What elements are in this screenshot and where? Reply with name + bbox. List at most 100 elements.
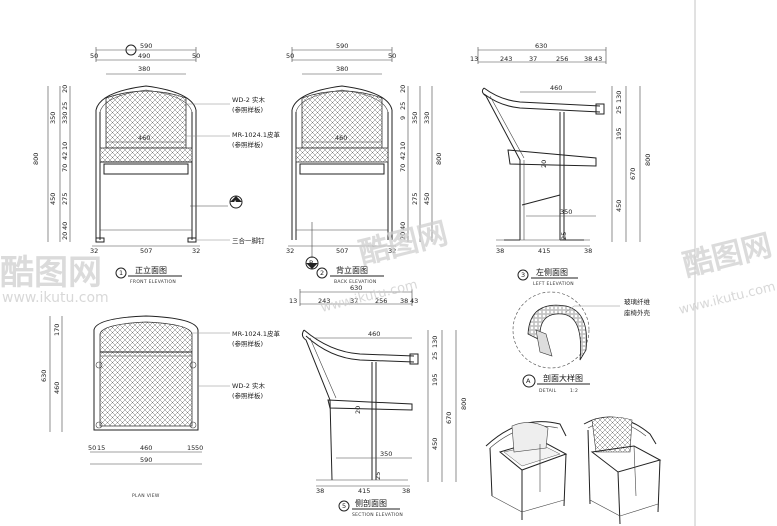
- back-leg: [481, 87, 521, 240]
- dim-text: 243: [318, 297, 330, 305]
- section-mark-label: B: [309, 259, 313, 267]
- dim-text: 50: [286, 52, 294, 60]
- detail-mark-label: A: [526, 377, 531, 385]
- view-number-circle: [115, 267, 127, 279]
- dim-text: 130: [615, 91, 623, 103]
- backrest: [105, 90, 187, 149]
- front-elevation: 590 490 50 50 380 460 800 350 330 20: [32, 42, 280, 285]
- dim-text: 38: [496, 247, 504, 255]
- dim-text: 25: [399, 102, 407, 110]
- dim-text: 38: [316, 487, 324, 495]
- perspective-chair-back: [583, 416, 662, 525]
- detail-scale: 1:2: [570, 388, 578, 394]
- armrest: [303, 329, 415, 357]
- watermark-url: www.ikutu.com: [2, 290, 109, 306]
- dim-text: 20: [399, 232, 407, 240]
- view-title: 左侧面图: [536, 267, 568, 277]
- view-number-circle: [338, 500, 350, 512]
- dim-text: 275: [411, 193, 419, 205]
- dim-text: 507: [140, 247, 152, 255]
- dim-text: 20: [61, 232, 69, 240]
- dim-text: 380: [336, 65, 348, 73]
- dim-text: 13: [289, 297, 297, 305]
- dim-text: 415: [358, 487, 370, 495]
- view-subtitle: DETAIL: [539, 388, 557, 394]
- dim-text: 330: [423, 112, 431, 124]
- dim-text: 40: [399, 222, 407, 230]
- dim-text: 460: [550, 84, 562, 92]
- dim-text: 40: [61, 222, 69, 230]
- dim-text: 38: [402, 487, 410, 495]
- view-number: 5: [342, 502, 346, 510]
- dim-text: 460: [335, 134, 347, 142]
- view-number-circle: [517, 269, 529, 281]
- seat: [295, 147, 389, 163]
- view-subtitle: BACK ELEVATION: [334, 279, 377, 285]
- view-subtitle: FRONT ELEVATION: [130, 279, 176, 285]
- material-note: (参照样板): [232, 339, 263, 348]
- dim-text: 25: [560, 232, 568, 240]
- dim-text: 630: [535, 42, 547, 50]
- section-arrow-icon: [306, 263, 318, 269]
- dim-text: 50: [195, 444, 203, 452]
- dim-text: 195: [431, 374, 439, 386]
- dim-text: 50: [192, 52, 200, 60]
- watermark-url: www.ikutu.com: [677, 279, 777, 318]
- dim-text: 20: [399, 85, 407, 93]
- dim-text: 38: [400, 297, 408, 305]
- seat-side: [507, 149, 597, 167]
- detail-shell: [535, 329, 553, 357]
- view-title: 背立面图: [336, 265, 368, 275]
- dim-text: 15: [97, 444, 105, 452]
- detail-mark: [522, 374, 536, 388]
- dim-text: 460: [140, 444, 152, 452]
- view-subtitle: SECTION ELEVATION: [352, 512, 403, 518]
- dim-text: 32: [90, 247, 98, 255]
- dim-text: 25: [431, 352, 439, 360]
- dim-text: 415: [538, 247, 550, 255]
- dim-text: 350: [380, 450, 392, 458]
- dim-text: 800: [435, 153, 443, 165]
- dim-text: 20: [61, 85, 69, 93]
- dim-text: 25: [61, 102, 69, 110]
- dim-text: 450: [615, 200, 623, 212]
- dim-text: 20: [354, 406, 362, 414]
- dim-text: 256: [375, 297, 387, 305]
- dim-text: 450: [49, 193, 57, 205]
- view-title: 正立面图: [135, 265, 167, 275]
- dim-text: 50: [88, 444, 96, 452]
- view-title: 侧剖面图: [355, 498, 387, 508]
- dim-text: 32: [192, 247, 200, 255]
- detail-view: 玻璃纤维 座椅外壳 A 剖面大样图 DETAIL 1:2: [512, 291, 651, 394]
- material-note: 三合一脚钉: [232, 236, 265, 245]
- back-elevation: 590 50 50 380 460 20 25 9 350 330 800 10…: [286, 42, 443, 285]
- dim-text: 590: [140, 42, 152, 50]
- back-frame: [95, 85, 197, 111]
- dim-text: 256: [556, 55, 568, 63]
- dim-text: 195: [615, 128, 623, 140]
- material-note: WD-2 实木: [232, 95, 265, 104]
- dim-text: 590: [336, 42, 348, 50]
- dim-text: 670: [629, 168, 637, 180]
- view-number: 2: [320, 269, 324, 277]
- dim-text: 460: [138, 134, 150, 142]
- dim-text: 275: [61, 193, 69, 205]
- dim-text: 25: [615, 106, 623, 114]
- dim-text: 350: [411, 112, 419, 124]
- dim-text: 15: [187, 444, 195, 452]
- dim-text: 450: [431, 438, 439, 450]
- view-title: 剖面大样图: [543, 373, 583, 383]
- dim-text: 43: [410, 297, 418, 305]
- material-note: 玻璃纤维: [624, 297, 651, 306]
- seat: [99, 147, 193, 163]
- dim-text: 170: [53, 324, 61, 336]
- dim-text: 460: [53, 382, 61, 394]
- section-elevation: 630 13 243 37 256 38 43 460 350 20 25 13…: [289, 284, 468, 518]
- dim-text: 590: [140, 456, 152, 464]
- dim-text: 70: [399, 164, 407, 172]
- dim-text: 13: [470, 55, 478, 63]
- material-note: MR-1024.1皮革: [232, 329, 280, 338]
- dim-text: 800: [32, 153, 40, 165]
- detail-weave: [527, 304, 587, 361]
